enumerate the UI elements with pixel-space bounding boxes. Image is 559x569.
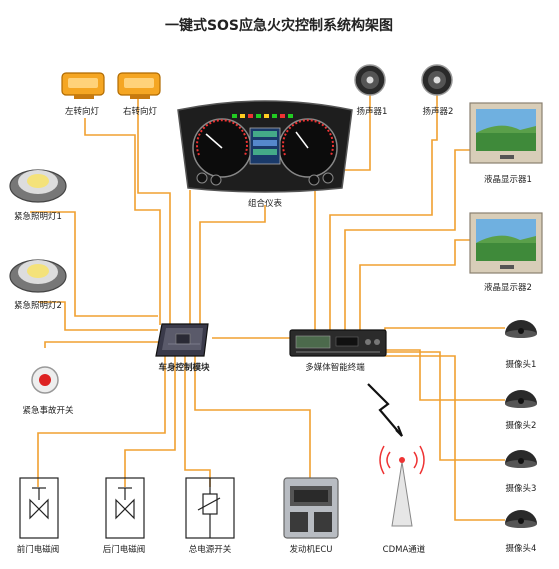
main-power-switch-icon bbox=[185, 477, 235, 539]
rear-door-valve-icon bbox=[105, 477, 145, 539]
left-turn-light-icon bbox=[61, 72, 105, 99]
front-door-valve-icon bbox=[19, 477, 59, 539]
speaker1-label: 扬声器1 bbox=[357, 106, 388, 117]
cdma-label: CDMA通道 bbox=[383, 544, 426, 555]
body-control-module-label: 车身控制模块 bbox=[158, 362, 210, 373]
camera2-label: 摄像头2 bbox=[506, 420, 537, 431]
camera1-icon bbox=[505, 320, 537, 338]
engine-ecu-icon bbox=[283, 477, 339, 539]
emergency-switch-icon bbox=[31, 366, 59, 394]
emergency-light2-icon bbox=[9, 259, 67, 293]
instrument-cluster-icon bbox=[177, 100, 353, 193]
camera2-icon bbox=[505, 390, 537, 408]
multimedia-terminal-icon bbox=[289, 329, 387, 357]
body-control-module-icon bbox=[155, 323, 209, 357]
right-turn-light-label: 右转向灯 bbox=[123, 106, 158, 117]
speaker1-icon bbox=[354, 64, 386, 96]
camera1-label: 摄像头1 bbox=[506, 359, 537, 370]
left-turn-light-label: 左转向灯 bbox=[65, 106, 100, 117]
rear-door-valve-label: 后门电磁阀 bbox=[103, 544, 146, 555]
emergency-light2-label: 紧急照明灯2 bbox=[14, 300, 62, 311]
right-turn-light-icon bbox=[117, 72, 161, 99]
multimedia-terminal-label: 多媒体智能终端 bbox=[305, 362, 365, 373]
front-door-valve-label: 前门电磁阀 bbox=[17, 544, 60, 555]
camera4-label: 摄像头4 bbox=[506, 543, 537, 554]
engine-ecu-label: 发动机ECU bbox=[289, 544, 332, 555]
wireless-signal-icon bbox=[367, 383, 403, 437]
camera3-icon bbox=[505, 450, 537, 468]
lcd2-label: 液晶显示器2 bbox=[484, 282, 532, 293]
camera3-label: 摄像头3 bbox=[506, 483, 537, 494]
speaker2-label: 扬声器2 bbox=[423, 106, 454, 117]
main-power-switch-label: 总电源开关 bbox=[189, 544, 232, 555]
lcd1-label: 液晶显示器1 bbox=[484, 174, 532, 185]
cdma-antenna-icon bbox=[379, 445, 425, 527]
emergency-light1-icon bbox=[9, 169, 67, 203]
lcd2-icon bbox=[469, 212, 543, 274]
lcd1-icon bbox=[469, 102, 543, 164]
instrument-cluster-label: 组合仪表 bbox=[248, 198, 283, 209]
camera4-icon bbox=[505, 510, 537, 528]
diagram-title: 一键式SOS应急火灾控制系统构架图 bbox=[165, 17, 393, 34]
speaker2-icon bbox=[421, 64, 453, 96]
emergency-switch-label: 紧急事故开关 bbox=[22, 405, 74, 416]
emergency-light1-label: 紧急照明灯1 bbox=[14, 211, 62, 222]
